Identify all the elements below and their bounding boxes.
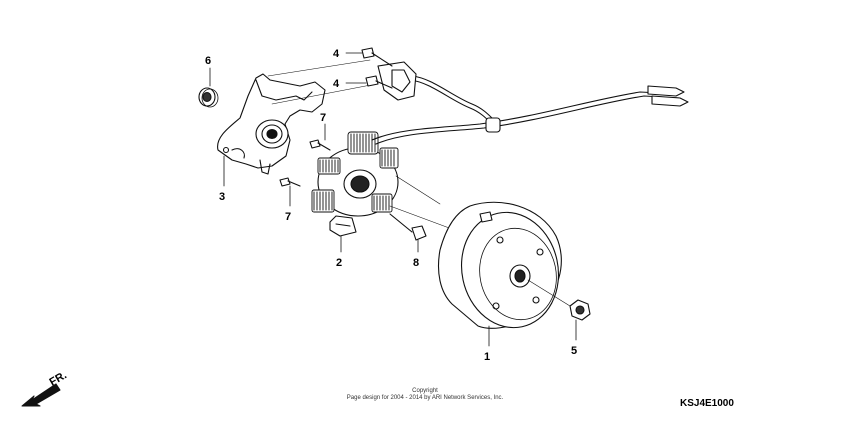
callout-8[interactable]: 8 bbox=[413, 257, 419, 269]
assembly-guide-line-2 bbox=[389, 175, 461, 233]
bolt-7-upper[interactable] bbox=[309, 139, 331, 151]
callout-6[interactable]: 6 bbox=[205, 55, 211, 67]
stator-base-plate[interactable] bbox=[217, 73, 326, 175]
callout-7a[interactable]: 7 bbox=[320, 112, 326, 124]
callout-2[interactable]: 2 bbox=[336, 257, 342, 269]
callout-4b[interactable]: 4 bbox=[333, 78, 340, 90]
callout-4a[interactable]: 4 bbox=[333, 48, 340, 60]
front-direction-arrow-icon: FR. bbox=[21, 369, 69, 407]
stator-assembly[interactable] bbox=[311, 131, 399, 237]
svg-text:FR.: FR. bbox=[48, 369, 69, 388]
wire-harness bbox=[371, 75, 681, 145]
bolt-4-lower[interactable] bbox=[365, 75, 393, 89]
wire-connector[interactable] bbox=[647, 85, 689, 107]
bolt-8[interactable] bbox=[389, 213, 427, 241]
flywheel-nut[interactable] bbox=[527, 279, 591, 321]
diagram-code: KSJ4E1000 bbox=[680, 398, 734, 409]
copyright-line-1: Copyright bbox=[412, 388, 438, 394]
copyright-notice: Copyright Page design for 2004 - 2014 by… bbox=[320, 388, 530, 402]
callout-3[interactable]: 3 bbox=[219, 191, 225, 203]
oil-seal[interactable] bbox=[198, 87, 219, 108]
bolt-4-upper[interactable] bbox=[361, 47, 393, 67]
bolt-7-lower[interactable] bbox=[279, 177, 301, 187]
pulser-generator[interactable] bbox=[377, 61, 417, 101]
callout-5[interactable]: 5 bbox=[571, 345, 577, 357]
assembly-guide-line bbox=[267, 59, 377, 105]
flywheel[interactable] bbox=[437, 201, 570, 336]
callout-7b[interactable]: 7 bbox=[285, 211, 291, 223]
callout-1[interactable]: 1 bbox=[484, 351, 490, 363]
copyright-line-2: Page design for 2004 - 2014 by ARI Netwo… bbox=[346, 395, 504, 401]
